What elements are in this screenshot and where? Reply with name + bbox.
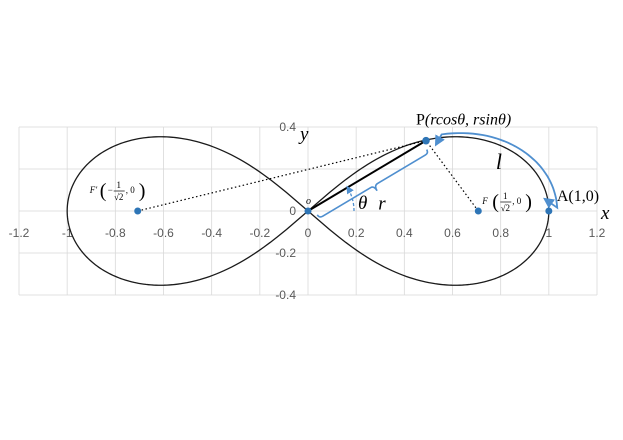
x-tick-label: 0.6 <box>444 226 461 240</box>
focus-right-numerator: 1 <box>503 191 508 201</box>
r-label: r <box>378 193 386 214</box>
r-brace <box>316 149 429 218</box>
x-tick-label: 1.2 <box>589 226 606 240</box>
focus-right-denominator: √2 <box>501 203 510 213</box>
focus-right-paren-close: ) <box>525 191 532 213</box>
l-label: l <box>496 149 502 174</box>
x-tick-label: 1 <box>545 226 552 240</box>
theta-arc <box>346 185 355 212</box>
x-tick-label: 0.4 <box>396 226 413 240</box>
focus-left-paren-close: ) <box>139 180 146 202</box>
origin-point <box>304 207 312 215</box>
focus-left-numerator: 1 <box>116 180 121 190</box>
x-tick-label: -1.2 <box>9 226 30 240</box>
tick-labels: -1.2 -1 -0.8 -0.6 -0.4 -0.2 0 0.2 0.4 0.6 0.8 1 1.2 0… <box>9 120 606 302</box>
focus-right-tail: , 0 <box>512 196 522 206</box>
dotted-line-fprime-to-p <box>137 140 427 212</box>
y-tick-label: -0.4 <box>275 288 296 302</box>
x-axis-label: x <box>600 203 610 224</box>
focus-left-denominator: √2 <box>114 192 123 202</box>
focus-left-sign: − <box>108 185 113 195</box>
radius-line-op <box>307 139 427 212</box>
y-axis-label: y <box>298 124 309 145</box>
x-tick-label: 0.8 <box>492 226 509 240</box>
x-tick-label: 0 <box>305 226 312 240</box>
dotted-line-f-to-p <box>425 140 479 212</box>
y-tick-label: 0.4 <box>279 120 296 134</box>
x-tick-label: 0.2 <box>348 226 365 240</box>
focus-right-label: F ( 1 √2 , 0 ) <box>481 191 532 213</box>
focus-left-tail: , 0 <box>126 185 136 195</box>
point-p-label: P(rcosθ, rsinθ) <box>416 112 511 129</box>
point-p <box>422 136 430 145</box>
theta-label: θ <box>358 193 367 214</box>
l-arc-arrow <box>434 132 559 210</box>
x-tick-label: -0.6 <box>153 226 174 240</box>
focus-right-prefix: F <box>481 196 488 206</box>
focus-right-point <box>474 207 482 215</box>
x-tick-label: -0.8 <box>105 226 126 240</box>
focus-left-point <box>134 207 142 215</box>
point-p-letter: P <box>416 112 425 129</box>
point-a <box>545 207 553 215</box>
focus-left-paren-open: ( <box>100 180 107 202</box>
focus-left-prefix: F′ <box>89 185 98 195</box>
point-a-label: A(1,0) <box>557 188 599 205</box>
x-tick-label: -1 <box>62 226 73 240</box>
focus-right-paren-open: ( <box>492 191 499 213</box>
point-p-coords: (rcosθ, rsinθ) <box>425 112 511 129</box>
focus-left-label: F′ ( − 1 √2 , 0 ) <box>89 180 146 202</box>
y-tick-label: 0 <box>289 204 296 218</box>
x-tick-label: -0.2 <box>249 226 270 240</box>
x-tick-label: -0.4 <box>201 226 222 240</box>
y-tick-label: -0.2 <box>275 246 296 260</box>
origin-label: o <box>306 196 311 207</box>
